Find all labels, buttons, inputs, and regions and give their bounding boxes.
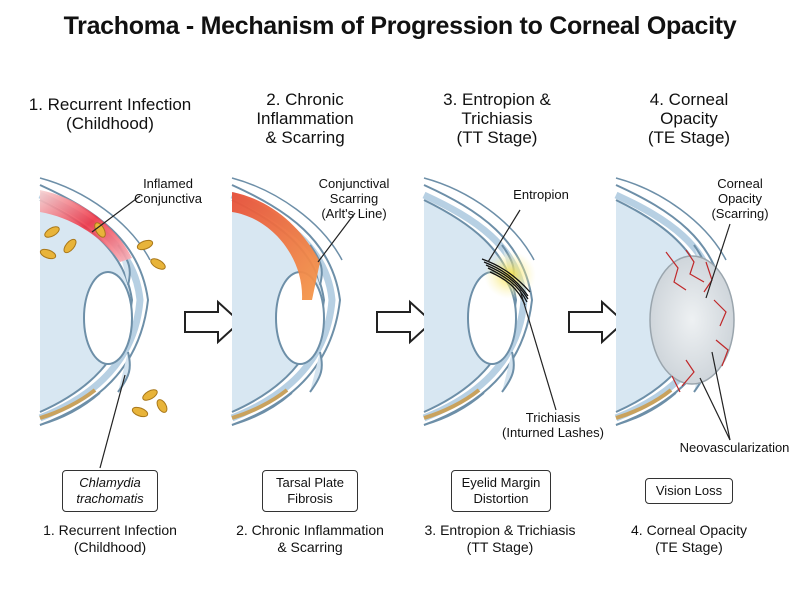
stage-3-caption: 3. Entropion & Trichiasis (TT Stage) [424,522,576,555]
corneal-opacity-label: Corneal Opacity (Scarring) [711,176,769,221]
diagram-title: Trachoma - Mechanism of Progression to C… [63,12,737,40]
eyelid-margin-distortion-box: Eyelid Margin Distortion [451,470,551,512]
trichiasis-label: Trichiasis (Inturned Lashes) [502,410,604,440]
stage-2-heading: 2. Chronic Inflammation & Scarring [256,90,354,147]
stage-1-caption: 1. Recurrent Infection (Childhood) [43,522,177,555]
stage-1-heading: 1. Recurrent Infection (Childhood) [28,95,192,133]
stage-4-caption: 4. Corneal Opacity (TE Stage) [631,522,747,555]
chlamydia-trachomatis-box: Chlamydia trachomatis [62,470,158,512]
tarsal-plate-fibrosis-box: Tarsal Plate Fibrosis [262,470,358,512]
entropion-label: Entropion [513,187,569,202]
conjunctival-scarring-label: Conjunctival Scarring (Arlt's Line) [318,176,390,221]
stage-4-heading: 4. Corneal Opacity (TE Stage) [647,90,731,147]
vision-loss-box: Vision Loss [645,478,733,504]
neovascularization-label: Neovascularization [679,440,790,455]
stage-3-heading: 3. Entropion & Trichiasis (TT Stage) [443,90,551,147]
stage-2-caption: 2. Chronic Inflammation & Scarring [236,522,384,555]
inflamed-conjunctiva-label: Inflamed Conjunctiva [134,176,202,206]
